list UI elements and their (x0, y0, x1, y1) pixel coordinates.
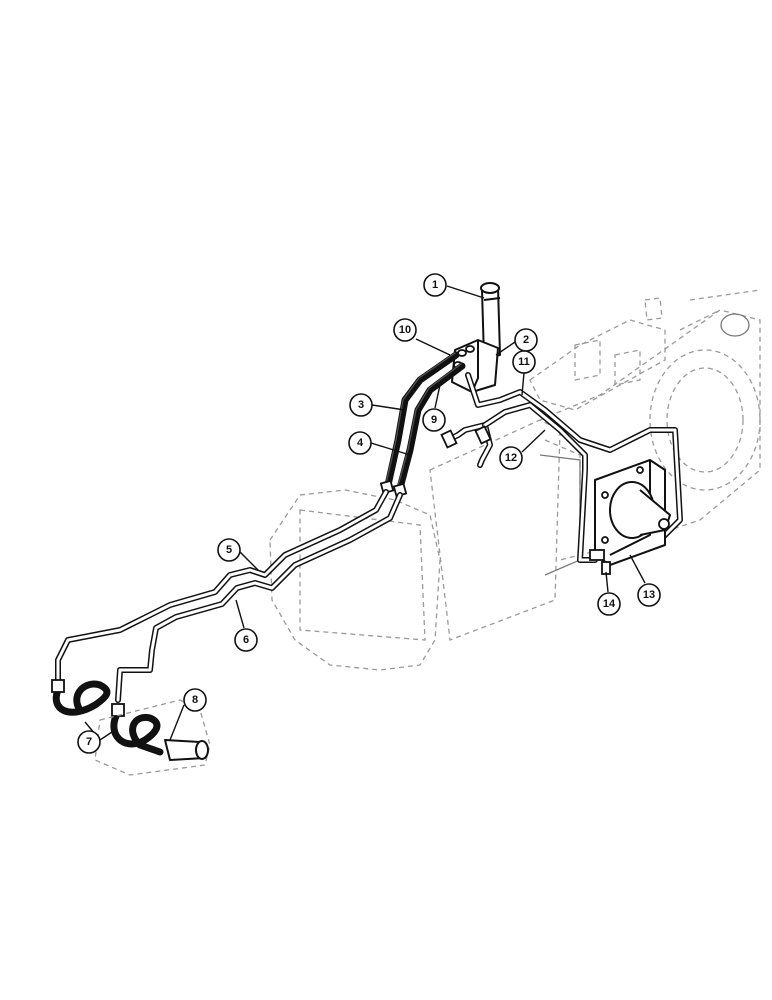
tractor-housing-outline (269, 289, 761, 671)
callout-5-label: 5 (226, 544, 232, 556)
callout-12: 12 (499, 429, 546, 470)
steering-motor-body (451, 339, 499, 393)
callout-5: 5 (217, 538, 259, 571)
callout-10: 10 (393, 318, 451, 356)
pipe-12 (445, 402, 598, 563)
hose-3 (384, 351, 460, 489)
hoses-7 (51, 679, 164, 756)
callout-1: 1 (423, 273, 485, 299)
callout-14: 14 (597, 571, 621, 616)
callout-2: 2 (495, 328, 538, 356)
callout-11-label: 11 (518, 356, 530, 368)
steering-cylinder (94, 699, 211, 776)
pipe-5 (55, 489, 389, 688)
steering-column (480, 282, 501, 359)
callout-6-label: 6 (243, 634, 249, 646)
callout-7: 7 (77, 721, 116, 754)
callout-8: 8 (169, 688, 207, 741)
callout-8-label: 8 (192, 694, 198, 706)
hose-4 (396, 362, 466, 492)
callout-1-label: 1 (432, 279, 438, 291)
callout-4-label: 4 (357, 437, 364, 449)
callout-13-label: 13 (643, 589, 655, 601)
callout-6: 6 (234, 599, 258, 652)
callout-11: 11 (512, 350, 536, 396)
callout-9-label: 9 (431, 414, 437, 426)
callout-3: 3 (349, 393, 406, 417)
pipe-11 (465, 372, 683, 551)
callout-9: 9 (422, 384, 446, 432)
hydraulic-pump (594, 459, 671, 566)
callout-7-label: 7 (86, 736, 92, 748)
pipe-6 (115, 492, 403, 703)
callout-10-label: 10 (399, 324, 411, 336)
pipe-connectors (440, 425, 492, 449)
callout-13: 13 (629, 554, 661, 607)
callout-3-label: 3 (358, 399, 364, 411)
callout-12-label: 12 (505, 452, 517, 464)
callout-2-label: 2 (523, 334, 529, 346)
callout-14-label: 14 (603, 598, 616, 610)
callout-4: 4 (348, 431, 411, 456)
